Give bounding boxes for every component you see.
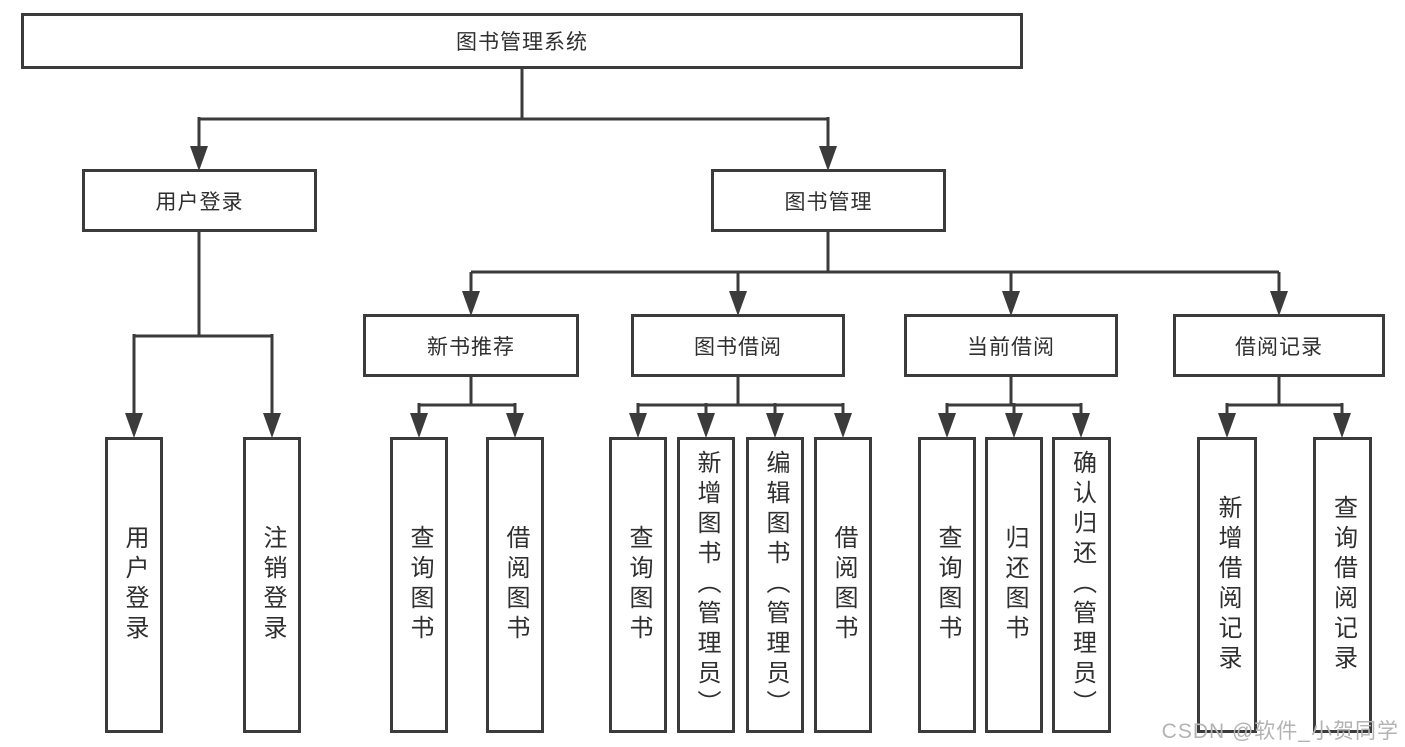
arrow-down-icon [410,413,428,438]
leaf-return-books-label: 归还图书 [1001,525,1028,645]
arrow-down-icon [1002,291,1020,316]
leaf-add-borrow-record: 新增借阅记录 [1197,437,1257,733]
leaf-borrow-books: 借阅图书 [814,437,872,733]
arrow-down-icon [729,291,747,316]
leaf-add-books-admin-label: 新增图书（管理员） [693,450,720,720]
leaf-query-books-current-label: 查询图书 [934,525,961,645]
leaf-borrow-books-recommend-label: 借阅图书 [502,525,529,645]
leaf-query-books-borrow: 查询图书 [609,437,667,733]
arrow-down-icon [1072,413,1090,438]
arrow-down-icon [1005,413,1023,438]
arrow-down-icon [819,146,837,171]
node-borrow-records: 借阅记录 [1173,314,1385,377]
leaf-confirm-return-admin-label: 确认归还（管理员） [1068,450,1096,720]
arrow-down-icon [1218,413,1236,438]
arrow-down-icon [629,413,647,438]
edge-borrowrecord-to-leaves [1225,376,1344,415]
leaf-add-books-admin: 新增图书（管理员） [677,437,735,733]
arrow-down-icon [766,413,784,438]
watermark: CSDN @软件_小贺同学 [1161,720,1399,743]
arrow-down-icon [125,413,143,438]
arrow-down-icon [190,146,208,171]
leaf-confirm-return-admin: 确认归还（管理员） [1052,437,1111,733]
leaf-edit-books-admin-label: 编辑图书（管理员） [762,450,789,720]
arrow-down-icon [263,413,281,438]
leaf-query-books-recommend-label: 查询图书 [406,525,433,645]
leaf-logout-label: 注销登录 [259,525,286,645]
arrowheads [125,146,1351,438]
node-new-book-recommend: 新书推荐 [363,314,579,377]
leaf-user-login-label: 用户登录 [121,525,148,645]
node-current-borrow: 当前借阅 [904,314,1118,377]
leaf-borrow-books-label: 借阅图书 [830,525,857,645]
edge-currentborrow-to-leaves [945,376,1083,415]
leaf-return-books: 归还图书 [985,437,1043,733]
leaf-query-books-borrow-label: 查询图书 [625,525,652,645]
node-book-borrow-label: 图书借阅 [694,335,782,359]
leaf-query-books-current: 查询图书 [918,437,976,733]
node-book-management: 图书管理 [711,169,946,232]
leaf-query-borrow-record-label: 查询借阅记录 [1329,495,1357,675]
arrow-down-icon [462,291,480,316]
leaf-add-borrow-record-label: 新增借阅记录 [1214,495,1241,675]
edge-bookmgmt-to-level3 [469,231,1281,293]
node-root: 图书管理系统 [21,13,1023,69]
arrow-down-icon [506,413,524,438]
leaf-user-login: 用户登录 [105,437,163,733]
node-user-login: 用户登录 [82,169,317,232]
arrow-down-icon [938,413,956,438]
node-root-label: 图书管理系统 [456,31,588,54]
edge-userlogin-to-leaves [132,231,274,415]
node-borrow-records-label: 借阅记录 [1235,335,1323,359]
edge-bookborrow-to-leaves [636,376,845,415]
arrow-down-icon [1270,291,1288,316]
edge-root-to-level2 [197,68,830,148]
leaf-query-books-recommend: 查询图书 [390,437,448,733]
arrow-down-icon [697,413,715,438]
leaf-borrow-books-recommend: 借阅图书 [486,437,544,733]
arrow-down-icon [1333,413,1351,438]
node-book-management-label: 图书管理 [784,190,873,214]
edge-newbook-to-leaves [417,376,517,415]
node-user-login-label: 用户登录 [155,190,244,214]
arrow-down-icon [834,413,852,438]
node-current-borrow-label: 当前借阅 [967,335,1055,359]
leaf-logout: 注销登录 [243,437,301,733]
node-book-borrow: 图书借阅 [631,314,845,377]
leaf-edit-books-admin: 编辑图书（管理员） [746,437,804,733]
leaf-query-borrow-record: 查询借阅记录 [1313,437,1372,733]
node-new-book-recommend-label: 新书推荐 [427,335,515,359]
